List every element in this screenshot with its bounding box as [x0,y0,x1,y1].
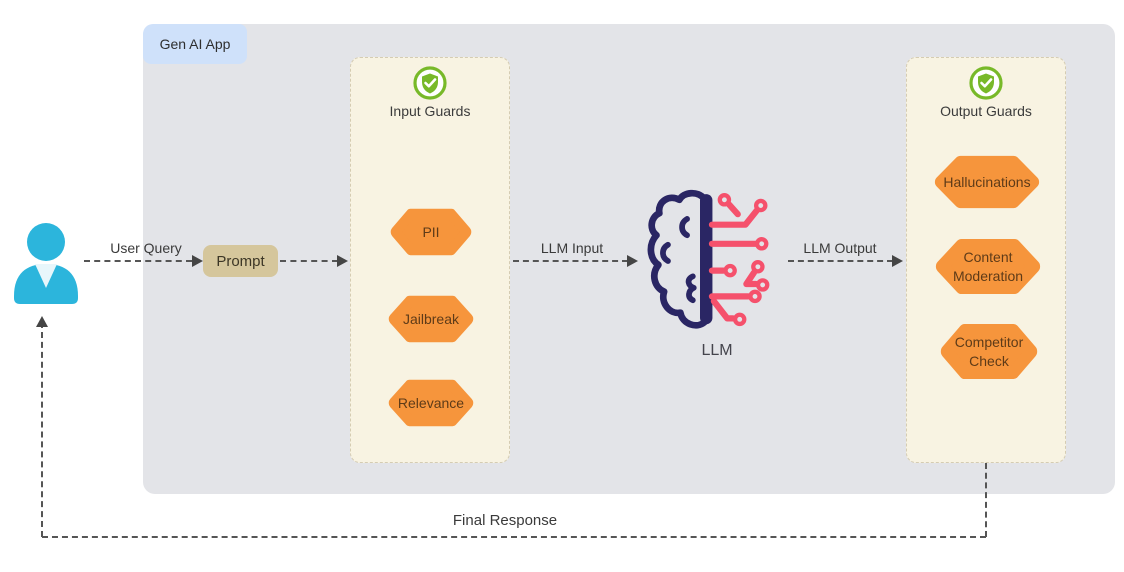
output-guard-competitor-check: Competitor Check [940,323,1038,380]
final-response-line [42,536,986,538]
user-to-prompt-line [84,260,192,262]
output-guards-panel: Output Guards Hallucinations Content Mod… [906,57,1066,463]
llm-output-label: LLM Output [803,240,877,256]
llm-to-outputguards-arrowhead [892,255,903,267]
shield-check-icon [969,66,1003,100]
prompt-to-inputguards-arrowhead [337,255,348,267]
return-up-line [41,322,43,537]
gen-ai-app-chip: Gen AI App [143,24,247,64]
input-guards-panel: Input Guards PII Jailbreak Relevance [350,57,510,463]
prompt-label: Prompt [216,252,265,270]
guard-label: Hallucinations [943,173,1031,190]
prompt-node: Prompt [203,245,278,277]
inputguards-to-llm-arrowhead [627,255,638,267]
input-guards-title: Input Guards [389,103,471,119]
guard-label: PII [422,223,440,240]
user-to-prompt-arrowhead [192,255,203,267]
gen-ai-app-label: Gen AI App [159,36,231,52]
guard-label: Relevance [397,394,465,411]
input-guard-pii: PII [390,208,472,256]
llm-input-label: LLM Input [540,240,604,256]
final-response-label: Final Response [452,512,558,529]
hexagon-shape [940,323,1038,380]
hexagon-shape [390,208,472,256]
guard-label: Content Moderation [952,248,1024,284]
output-guard-hallucinations: Hallucinations [934,155,1040,209]
guard-label: Jailbreak [402,310,459,327]
output-guards-title: Output Guards [940,103,1032,119]
hexagon-shape [935,238,1041,295]
return-arrowhead [36,316,48,327]
outputguards-down-line [985,463,987,537]
hexagon-shape [934,155,1040,209]
input-guard-relevance: Relevance [388,379,474,427]
output-guard-content-moderation: Content Moderation [935,238,1041,295]
person-icon [14,223,78,304]
llm-caption: LLM [701,342,733,359]
llm-to-outputguards-line [788,260,893,262]
hexagon-shape [388,295,474,343]
inputguards-to-llm-line [513,260,628,262]
hexagon-shape [388,379,474,427]
guard-label: Competitor Check [954,333,1024,369]
user-query-label: User Query [110,240,182,256]
prompt-to-inputguards-line [280,260,338,262]
input-guard-jailbreak: Jailbreak [388,295,474,343]
brain-circuit-icon [647,189,770,329]
shield-check-icon [413,66,447,100]
